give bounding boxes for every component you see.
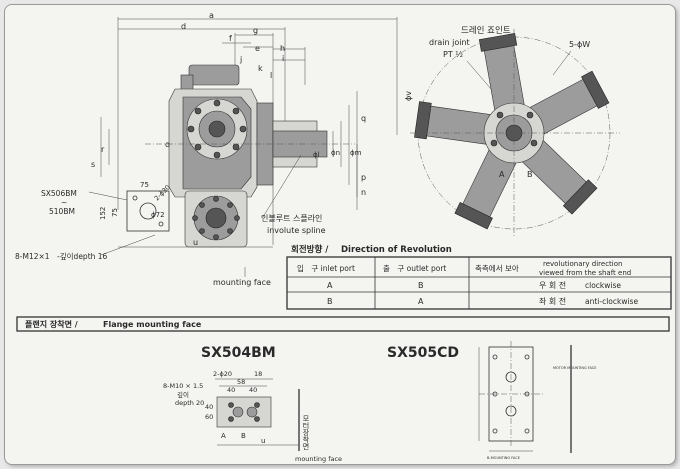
row2-outlet: A: [418, 297, 424, 306]
col-rev-view: viewed from the shaft end: [539, 269, 631, 277]
row2-dir-ko: 좌 회 전: [539, 296, 566, 306]
col-outlet: 출 구 outlet port: [383, 263, 446, 273]
dim-152: 152: [99, 207, 107, 220]
dim-phi72: ϕ72: [151, 211, 165, 219]
involute-spline-ko: 인볼루트 스플라인: [261, 213, 322, 223]
row2-dir-en: anti-clockwise: [585, 297, 638, 306]
bottom-port-bolts: [192, 196, 240, 240]
front-view: 드레인 죠인트 drain joint PT ½ 5-ϕW ϕv A B: [404, 25, 620, 237]
row2-inlet: B: [327, 297, 333, 306]
dim-n: n: [361, 188, 366, 197]
holes-5phiw: 5-ϕW: [569, 40, 590, 49]
drain-joint-ko: 드레인 죠인트: [461, 25, 511, 36]
model-sx506bm: SX506BM: [41, 189, 77, 198]
sx504-2phi20: 2-ϕ20: [213, 370, 232, 378]
sx504-18: 18: [254, 370, 262, 378]
drain-joint-pt: PT ½: [443, 50, 463, 59]
dim-j: j: [239, 55, 242, 64]
dim-d: d: [181, 22, 186, 31]
sx504-thread: 8-M10 × 1.5: [163, 382, 203, 390]
col-rev-dir: revolutionary direction: [543, 260, 622, 268]
drawing-sheet: a d g f e h i j k l: [4, 4, 676, 465]
dim-f: f: [229, 34, 232, 43]
dim-s: s: [91, 160, 95, 169]
row1-inlet: A: [327, 281, 333, 290]
dim-a: a: [209, 11, 214, 20]
col-inlet: 입 구 inlet port: [297, 264, 355, 273]
flange-title-en: Flange mounting face: [103, 320, 202, 329]
side-view: a d g f e h i j k l: [15, 11, 398, 287]
drain-joint-en: drain joint: [429, 38, 470, 47]
flange-section: 플랜지 장착면 / Flange mounting face: [16, 316, 670, 332]
model-tilde: ~: [61, 198, 67, 207]
dim-75-h: 75: [140, 181, 149, 189]
dim-phi-n: ϕn: [331, 149, 340, 157]
dim-q: q: [361, 114, 366, 123]
sx504bm-drawing: SX504BM 2-ϕ20 18 58 40 40 8-M10 × 1.5 깊이…: [163, 345, 342, 463]
front-port-b: B: [527, 170, 533, 179]
rotation-table: 회전방향 / Direction of Revolution 입 구 inlet…: [286, 244, 672, 310]
front-port-a: A: [499, 170, 505, 179]
sx504-58: 58: [237, 378, 245, 386]
sx504-depth-ko: 깊이: [177, 390, 189, 399]
dim-phi-l: ϕl: [313, 151, 320, 159]
sx504-u: u: [261, 437, 265, 445]
model-510bm: 510BM: [49, 207, 75, 216]
rotation-title-ko: 회전방향 /: [291, 244, 329, 255]
dim-75-v: 75: [111, 208, 119, 217]
sx504-40v: 40: [205, 403, 213, 411]
sx505cd-title: SX505CD: [387, 345, 459, 361]
sx504-40b: 40: [249, 386, 257, 394]
dim-o: o: [165, 140, 170, 149]
dim-u: u: [193, 238, 198, 247]
sx505-note: MOTOR MOUNTING FACE: [553, 366, 596, 370]
dim-e: e: [255, 44, 260, 53]
sx505cd-drawing: SX505CD MOTOR MOUNTING FACE B-MOUNTING F…: [387, 341, 596, 460]
sx504bm-title: SX504BM: [201, 345, 276, 361]
dim-r: r: [101, 145, 105, 154]
dim-k: k: [258, 64, 263, 73]
dim-g: g: [253, 26, 258, 35]
sx504-60: 60: [205, 413, 213, 421]
flange-title-ko: 플랜지 장착면 /: [25, 319, 78, 329]
rotation-title-en: Direction of Revolution: [341, 245, 452, 255]
dim-l: l: [270, 71, 272, 80]
cylinder-star: [414, 33, 610, 230]
dim-phi-m: ϕm: [350, 149, 362, 157]
col-shaft-ko: 축측에서 보아: [475, 263, 519, 273]
dim-p: p: [361, 173, 366, 182]
dim-phi-v: ϕv: [404, 91, 413, 101]
row1-dir-en: clockwise: [585, 281, 621, 290]
mounting-face-label: mounting face: [213, 278, 271, 287]
dim-h: h: [280, 44, 285, 53]
sx504-depth-en: depth 20: [175, 399, 204, 407]
sx504-mount-en: mounting face: [295, 455, 342, 463]
involute-spline-en: involute spline: [267, 226, 326, 235]
top-port-bolts: [187, 99, 247, 159]
thread-callout: 8-M12×1 -깊이depth 16: [15, 251, 108, 261]
row1-dir-ko: 우 회 전: [539, 280, 566, 290]
sx505-bottom: B-MOUNTING FACE: [487, 456, 520, 460]
sx504-port-b: B: [241, 432, 246, 440]
sx504-port-a: A: [221, 432, 226, 440]
dim-i: i: [282, 54, 284, 63]
sx504-mount-ko: 모터장착면: [302, 415, 310, 450]
technical-drawing: a d g f e h i j k l: [15, 11, 672, 463]
sx504-40a: 40: [227, 386, 235, 394]
row1-outlet: B: [418, 281, 424, 290]
